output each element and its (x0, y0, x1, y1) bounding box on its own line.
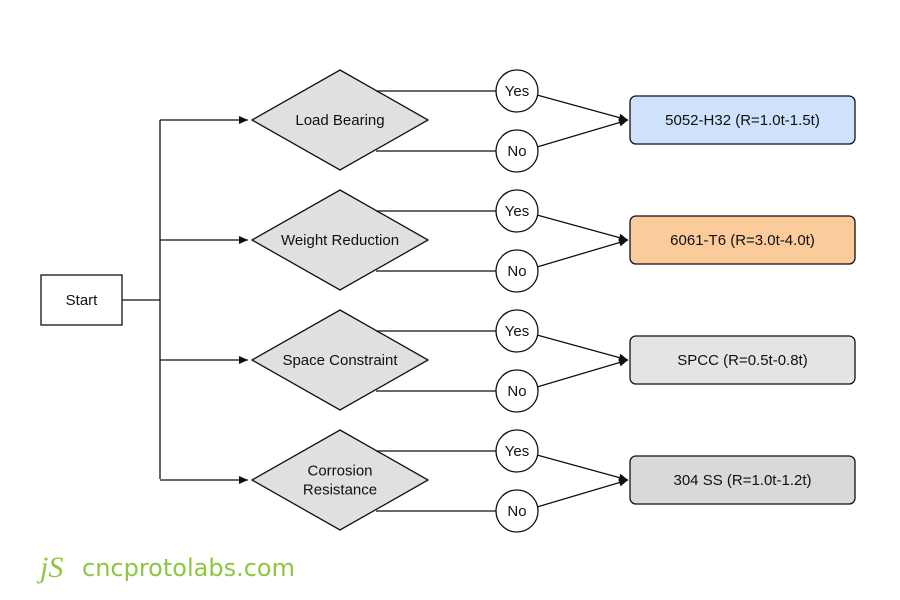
outcome-label: SPCC (R=0.5t-0.8t) (677, 352, 807, 369)
no-outcome-arrow (536, 238, 629, 268)
no-label: No (507, 503, 526, 520)
yes-node (495, 429, 539, 473)
no-label: No (507, 383, 526, 400)
yes-label: Yes (505, 203, 529, 220)
start-node: Start (40, 274, 123, 326)
no-outcome-arrow (536, 358, 629, 388)
no-outcome-arrow (536, 118, 629, 148)
no-node (495, 489, 539, 533)
decision-label: Space Constraint (282, 352, 398, 369)
logo-text: cncprotolabs.com (82, 554, 295, 582)
no-node (495, 249, 539, 293)
no-label: No (507, 263, 526, 280)
yes-node (495, 69, 539, 113)
decision-diamond (250, 69, 430, 171)
yes-outcome-arrow (536, 94, 629, 122)
no-node (495, 369, 539, 413)
logo-mark: jS (36, 551, 63, 584)
yes-label: Yes (505, 323, 529, 340)
decision-label: Resistance (303, 482, 377, 499)
start-label: Start (66, 292, 99, 309)
yes-label: Yes (505, 83, 529, 100)
outcome-box (629, 335, 856, 385)
outcome-label: 6061-T6 (R=3.0t-4.0t) (670, 232, 815, 249)
trunk-connector (122, 120, 161, 479)
outcome-box (629, 455, 856, 505)
decision-label: Load Bearing (295, 112, 384, 129)
outcome-label: 5052-H32 (R=1.0t-1.5t) (665, 112, 820, 129)
decision-diamond (250, 189, 430, 291)
yes-node (495, 189, 539, 233)
outcome-box (629, 215, 856, 265)
yes-label: Yes (505, 443, 529, 460)
brand-logo: jS cncprotolabs.com (36, 551, 295, 584)
yes-outcome-arrow (536, 334, 629, 362)
decision-label: Corrosion (307, 463, 372, 480)
no-label: No (507, 143, 526, 160)
outcome-label: 304 SS (R=1.0t-1.2t) (674, 472, 812, 489)
yes-node (495, 309, 539, 353)
yes-outcome-arrow (536, 454, 629, 482)
no-node (495, 129, 539, 173)
decision-diamond (250, 429, 430, 531)
decision-diamond (250, 309, 430, 411)
yes-outcome-arrow (536, 214, 629, 242)
no-outcome-arrow (536, 478, 629, 508)
decision-label: Weight Reduction (281, 232, 399, 249)
outcome-box (629, 95, 856, 145)
